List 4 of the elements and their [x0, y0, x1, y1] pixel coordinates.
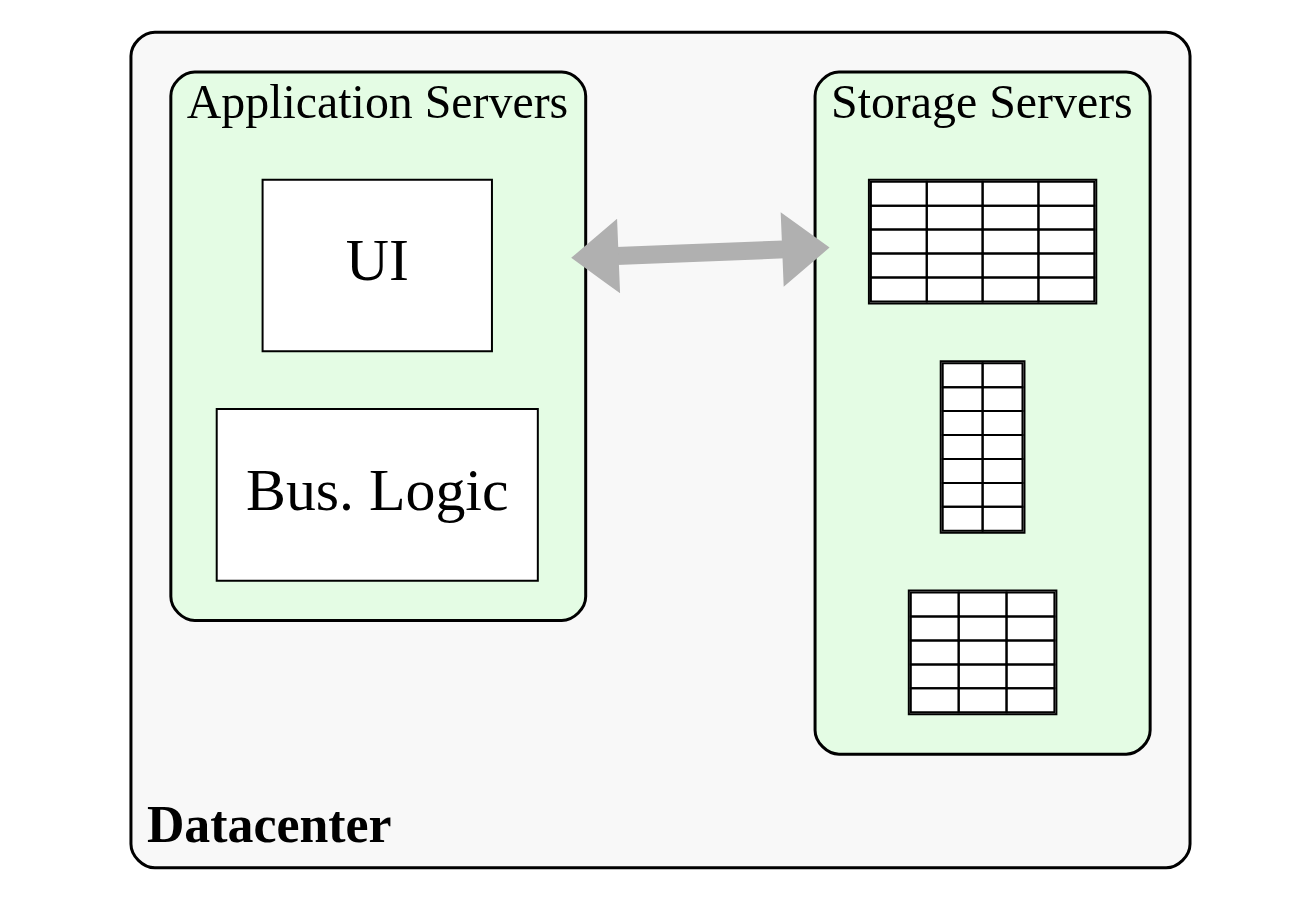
node-box: UI [261, 178, 493, 353]
arrow [571, 212, 830, 294]
cluster: Storage Servers [813, 70, 1152, 756]
node-box: Bus. Logic [215, 408, 539, 582]
